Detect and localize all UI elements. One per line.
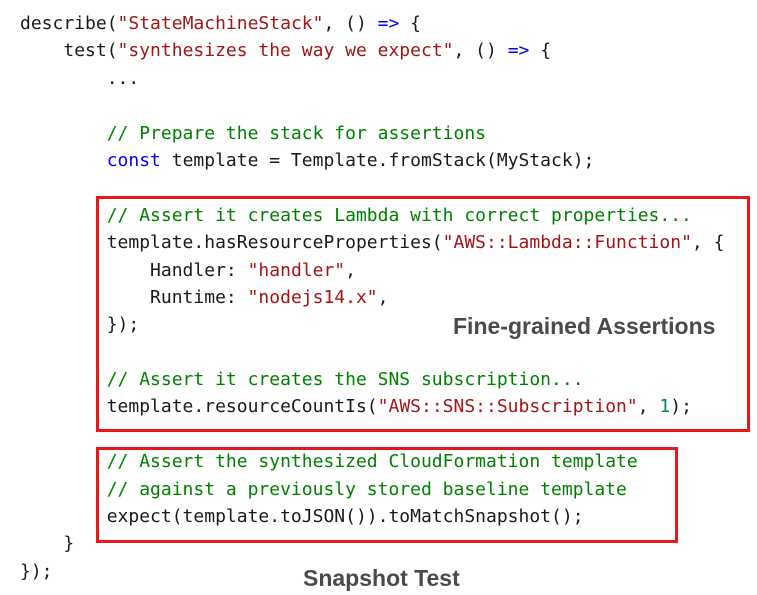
code-line-close-test: }	[20, 530, 724, 557]
comment: // Assert it creates the SNS subscriptio…	[106, 369, 584, 391]
code-line-const-template: const template = Template.fromStack(MySt…	[20, 147, 724, 174]
code-text: expect(template.toJSON()).toMatchSnapsho…	[106, 506, 584, 528]
string-literal: "StateMachineStack"	[117, 13, 324, 34]
code-line-handler: Handler: "handler",	[20, 257, 724, 284]
code-text: {	[529, 40, 552, 62]
code-text: });	[20, 560, 53, 582]
code-line-comment-sns: // Assert it creates the SNS subscriptio…	[20, 366, 724, 393]
code-line-close-object: });	[20, 311, 724, 338]
string-literal: "synthesizes the way we expect"	[117, 40, 454, 62]
code-line-has-resource-properties: template.hasResourceProperties("AWS::Lam…	[20, 229, 725, 256]
code-block: describe("StateMachineStack", () => { te…	[20, 10, 724, 585]
code-text: });	[106, 314, 140, 336]
code-line-test: test("synthesizes the way we expect", ()…	[20, 37, 724, 64]
code-text: , ()	[453, 40, 508, 62]
code-line-describe: describe("StateMachineStack", () => {	[20, 10, 724, 37]
code-text: template = Template.fromStack(MyStack);	[160, 149, 595, 171]
comment: // against a previously stored baseline …	[106, 478, 627, 500]
code-text: ,	[377, 286, 389, 308]
code-text: Runtime:	[150, 286, 248, 308]
const-keyword: const	[106, 149, 161, 171]
code-line-comment-lambda: // Assert it creates Lambda with correct…	[20, 202, 724, 229]
code-text: , {	[691, 232, 725, 254]
snapshot-test-label: Snapshot Test	[303, 565, 460, 591]
arrow-keyword: =>	[507, 40, 530, 62]
code-text: describe(	[20, 13, 118, 34]
fine-grained-assertions-box	[96, 196, 750, 432]
code-text: template.resourceCountIs(	[106, 396, 378, 418]
code-text: Handler:	[150, 259, 248, 281]
fine-grained-assertions-label: Fine-grained Assertions	[453, 313, 716, 339]
number-literal: 1	[659, 396, 671, 418]
comment: // Prepare the stack for assertions	[106, 122, 486, 144]
code-text: {	[399, 13, 422, 34]
arrow-keyword: =>	[377, 13, 400, 34]
string-literal: "AWS::Lambda::Function"	[442, 232, 692, 254]
string-literal: "AWS::SNS::Subscription"	[377, 396, 638, 418]
code-text: ,	[637, 396, 660, 418]
code-line-runtime: Runtime: "nodejs14.x",	[20, 284, 724, 311]
code-text: }	[63, 533, 75, 555]
code-line-blank	[20, 92, 724, 119]
code-text: ...	[106, 67, 140, 89]
code-line-resource-count: template.resourceCountIs("AWS::SNS::Subs…	[20, 393, 724, 420]
code-line-expect-snapshot: expect(template.toJSON()).toMatchSnapsho…	[20, 503, 724, 530]
code-text: );	[670, 396, 692, 418]
code-line-comment-snapshot-1: // Assert the synthesized CloudFormation…	[20, 448, 724, 475]
code-text: test(	[63, 40, 118, 62]
code-line-close-describe: });	[20, 558, 724, 585]
snapshot-test-box	[96, 447, 678, 543]
comment: // Assert the synthesized CloudFormation…	[106, 451, 638, 473]
code-text: template.hasResourceProperties(	[106, 232, 443, 254]
code-line-comment-snapshot-2: // against a previously stored baseline …	[20, 476, 724, 503]
comment: // Assert it creates Lambda with correct…	[106, 204, 692, 226]
string-literal: "nodejs14.x"	[247, 286, 378, 308]
string-literal: "handler"	[247, 259, 346, 281]
code-text: , ()	[323, 13, 378, 34]
code-line-comment-prepare: // Prepare the stack for assertions	[20, 120, 724, 147]
code-line-ellipsis: ...	[20, 65, 724, 92]
code-text: ,	[345, 259, 356, 281]
